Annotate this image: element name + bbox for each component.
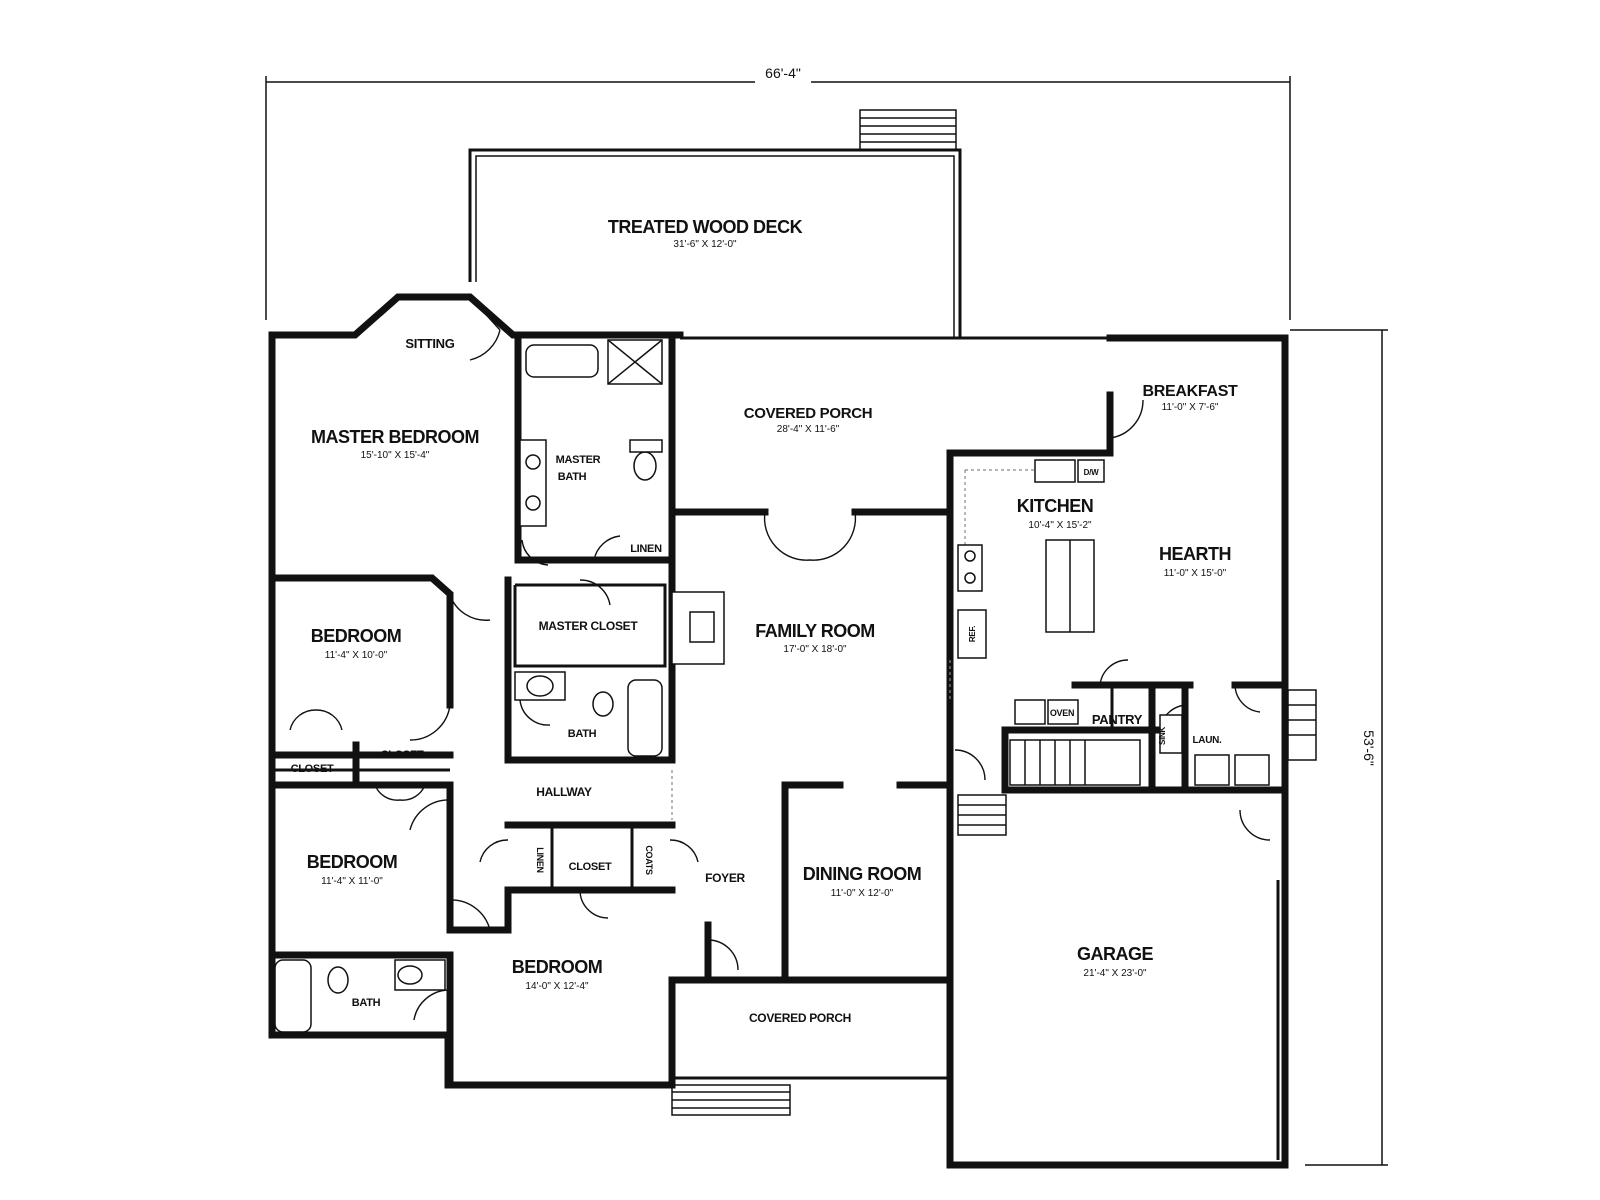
sink-icon (525, 495, 541, 511)
utility-sink-icon (1159, 714, 1183, 754)
dryer-icon (1234, 754, 1270, 786)
bedroom-3-label: BEDROOM (512, 957, 603, 977)
washer-icon (1194, 754, 1230, 786)
interior-walls (268, 331, 1289, 1089)
bedroom-2-label: BEDROOM (307, 852, 398, 872)
toilet-tank-icon (629, 439, 663, 453)
dining-room-label: DINING ROOM (803, 864, 922, 884)
toilet-icon (592, 691, 614, 717)
cabinet-icon (1014, 699, 1046, 725)
master-bath-label-2: BATH (558, 471, 587, 483)
master-bedroom-dim: 15'-10" X 15'-4" (361, 450, 430, 461)
sink-icon (525, 454, 541, 470)
garage-label: GARAGE (1077, 944, 1153, 964)
fixtures (274, 339, 1270, 1033)
dishwasher-icon (1077, 459, 1105, 483)
hearth-label: HEARTH (1159, 544, 1231, 564)
kitchen-dim: 10'-4" X 15'-2" (1028, 520, 1092, 531)
bedroom-2-dim: 11'-4" X 11'-0" (321, 876, 383, 887)
deck-label: TREATED WOOD DECK (608, 217, 803, 237)
overall-width-label: 66'-4" (765, 65, 801, 81)
room-labels: TREATED WOOD DECK 31'-6" X 12'-0" SITTIN… (291, 217, 1239, 1025)
sink-icon (526, 675, 554, 697)
laundry-label: LAUN. (1192, 735, 1222, 746)
linen-hall-label: LINEN (535, 847, 545, 873)
oven-icon (1047, 699, 1079, 725)
bathtub-icon (274, 959, 312, 1033)
sitting-label: SITTING (405, 336, 454, 351)
refrigerator-icon (957, 609, 987, 659)
pantry-label: PANTRY (1092, 712, 1143, 727)
bedroom-3-dim: 14'-0" X 12'-4" (525, 981, 589, 992)
bathtub-icon (627, 679, 663, 757)
kitchen-label: KITCHEN (1017, 496, 1094, 516)
oven-label: OVEN (1050, 708, 1074, 718)
deck-dim: 31'-6" X 12'-0" (673, 239, 737, 250)
master-bedroom-label: MASTER BEDROOM (311, 427, 479, 447)
hallway-label: HALLWAY (536, 785, 592, 799)
sink-label: SINK (1158, 727, 1167, 745)
master-closet-label: MASTER CLOSET (539, 619, 639, 633)
family-room-label: FAMILY ROOM (755, 621, 875, 641)
garage-dim: 21'-4" X 23'-0" (1083, 968, 1147, 979)
bedroom-1-dim: 11'-4" X 10'-0" (325, 650, 388, 661)
breakfast-label: BREAKFAST (1142, 383, 1238, 400)
bath-center-label: BATH (568, 728, 597, 740)
foyer-label: FOYER (705, 871, 745, 885)
coats-label: COATS (644, 845, 654, 875)
sink-icon (397, 965, 423, 985)
bathtub-icon (525, 344, 599, 378)
bath-lower-label: BATH (352, 997, 381, 1009)
toilet-icon (327, 966, 349, 994)
master-bath-label-1: MASTER (556, 454, 601, 466)
side-steps-icon (1287, 689, 1317, 761)
toilet-icon (633, 451, 657, 481)
closet-2-label: CLOSET (381, 749, 424, 761)
closet-hall-label: CLOSET (569, 861, 612, 873)
family-room-dim: 17'-0" X 18'-0" (783, 644, 847, 655)
interior-stairs-icon (1009, 739, 1141, 786)
breakfast-dim: 11'-0" X 7'-6" (1162, 402, 1219, 413)
linen-master-label: LINEN (630, 543, 662, 555)
covered-porch-rear-label: COVERED PORCH (744, 405, 873, 422)
hearth-dim: 11'-0" X 15'-0" (1164, 568, 1227, 579)
dining-room-dim: 11'-0" X 12'-0" (831, 888, 894, 899)
deck (468, 109, 962, 338)
dimension-lines: 66'-4" 53'-6" (265, 63, 1388, 1166)
overall-depth-label: 53'-6" (1361, 730, 1377, 766)
vanity-icon (519, 439, 547, 527)
covered-porch-front-label: COVERED PORCH (749, 1011, 851, 1025)
ref-label: REF. (968, 626, 977, 642)
closet-1-label: CLOSET (291, 763, 334, 775)
covered-porch-rear-dim: 28'-4" X 11'-6" (777, 424, 840, 435)
stairs (671, 689, 1317, 1116)
dw-label: D/W (1084, 468, 1099, 477)
bedroom-1-label: BEDROOM (311, 626, 402, 646)
kitchen-sink-icon (1034, 459, 1076, 483)
